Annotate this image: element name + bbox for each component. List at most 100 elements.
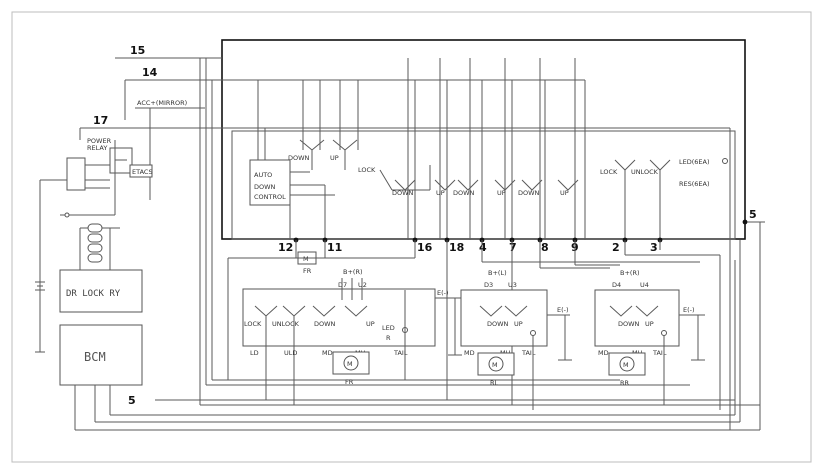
door2-bplus: B+(L) (488, 269, 507, 277)
door3-up: UP (645, 320, 654, 328)
door1-led: LED (382, 324, 395, 332)
wire-17-label: 17 (93, 114, 108, 127)
door-module-rear-right: B+(R) D4 U4 E(-) DOWN UP MD MU TAIL M RR (594, 269, 705, 405)
etacs-label: ETACS (132, 168, 153, 176)
wire-15: 15 (115, 44, 222, 59)
door2-md: MD (464, 349, 475, 357)
pin-2: 2 (612, 241, 620, 254)
door1-up: UP (366, 320, 375, 328)
top-verticals (257, 58, 586, 240)
door3-u: U4 (640, 281, 649, 289)
door2-u: U3 (508, 281, 517, 289)
window-lock-label: LOCK (358, 166, 376, 174)
right-side-wires: 5 (729, 128, 765, 430)
sw3-up-label: UP (560, 189, 569, 197)
pin-8: 8 (541, 241, 549, 254)
wire-17: 17 (79, 114, 730, 140)
acc-mirror-label: ACC+(MIRROR) (137, 99, 187, 107)
led-label: LED(6EA) (679, 158, 710, 166)
door2-ground: E(-) (557, 306, 569, 314)
window-lock-switch: LOCK (358, 165, 431, 191)
power-relay: POWER RELAY (87, 137, 133, 174)
driver-switch-box (221, 39, 746, 240)
pin-12: 12 (278, 241, 293, 254)
res-label: RES(6EA) (679, 180, 710, 188)
door-unlock-label: UNLOCK (631, 168, 659, 176)
door2-tail: TAIL (521, 349, 536, 357)
door1-lock: LOCK (244, 320, 262, 328)
etacs: ETACS (129, 164, 153, 178)
sw2-up-label: UP (497, 189, 506, 197)
wire-14: 14 (124, 66, 585, 120)
pin-row: 12 11 16 18 4 7 8 9 2 3 (278, 219, 748, 254)
pin-16: 16 (417, 241, 433, 254)
door1-r: R (386, 334, 391, 342)
bcm-label: BCM (84, 350, 106, 364)
door1-tail: TAIL (393, 349, 408, 357)
wire-15-label: 15 (130, 44, 145, 57)
dr-lock-relay-label: DR LOCK RY (66, 289, 121, 299)
dr-lock-relay-box (59, 269, 143, 313)
door1-unlock: UNLOCK (272, 320, 300, 328)
driver-up-label: UP (330, 154, 339, 162)
sw1-up-label: UP (436, 189, 445, 197)
pin-3: 3 (650, 241, 658, 254)
pin-18: 18 (449, 241, 464, 254)
door-lock-label: LOCK (600, 168, 618, 176)
switch-pair-1: DOWN UP (392, 179, 456, 197)
auto-down-control: AUTO DOWN CONTROL (249, 159, 335, 240)
switch-pair-3: DOWN UP (518, 179, 579, 197)
down-label: DOWN (254, 183, 276, 191)
fr-motor-label: FR (303, 267, 312, 275)
door3-md: MD (598, 349, 609, 357)
outer-border (11, 11, 812, 463)
svg-text:M: M (347, 360, 353, 368)
sw2-down-label: DOWN (453, 189, 475, 197)
switch-pair-2: DOWN UP (453, 179, 516, 197)
door1-bplus: B+(R) (343, 268, 363, 276)
wire-5-bottom-label: 5 (128, 394, 136, 407)
ignition-switch (35, 140, 116, 353)
power-relay-label-1: POWER (87, 137, 112, 145)
door1-uld: ULD (284, 349, 297, 357)
door1-down: DOWN (314, 320, 336, 328)
door3-ground: E(-) (683, 306, 695, 314)
door2-down: DOWN (487, 320, 509, 328)
wire-5-right-label: 5 (749, 208, 757, 221)
bottom-return-wires: 5 (74, 379, 760, 431)
left-bus (149, 58, 213, 405)
door-module-front: B+(R) D7 U2 E(-) LOCK UNLOCK DOWN UP LED… (242, 268, 465, 405)
bcm-box (59, 324, 143, 386)
control-label: CONTROL (254, 193, 286, 201)
door-module-rear-left: B+(L) D3 U3 E(-) DOWN UP MD MU TAIL M RL (460, 269, 572, 410)
door-lock-switch: LOCK UNLOCK LED(6EA) RES(6EA) (600, 158, 728, 240)
auto-label: AUTO (254, 171, 272, 179)
pin-drop-wires (227, 240, 721, 410)
door2-up: UP (514, 320, 523, 328)
svg-text:M: M (623, 361, 629, 369)
door1-motor: FR (345, 378, 354, 386)
door3-d: D4 (612, 281, 621, 289)
door3-down: DOWN (618, 320, 640, 328)
sw3-down-label: DOWN (518, 189, 540, 197)
svg-text:M: M (492, 361, 498, 369)
door1-md: MD (322, 349, 333, 357)
door3-bplus: B+(R) (620, 269, 640, 277)
sw1-down-label: DOWN (392, 189, 414, 197)
pin-4: 4 (479, 241, 487, 254)
door2-d: D3 (484, 281, 493, 289)
door1-ld: LD (250, 349, 259, 357)
door2-motor: RL (490, 379, 499, 387)
svg-text:M: M (303, 255, 309, 263)
door3-motor: RR (620, 379, 630, 387)
power-relay-label-2: RELAY (87, 144, 107, 152)
door3-tail: TAIL (652, 349, 667, 357)
driver-down-label: DOWN (288, 154, 310, 162)
door1-d: D7 (338, 281, 347, 289)
door1-ground: E(-) (437, 289, 449, 297)
pin-7: 7 (509, 241, 517, 254)
wire-14-label: 14 (142, 66, 158, 79)
pin-11: 11 (327, 241, 342, 254)
